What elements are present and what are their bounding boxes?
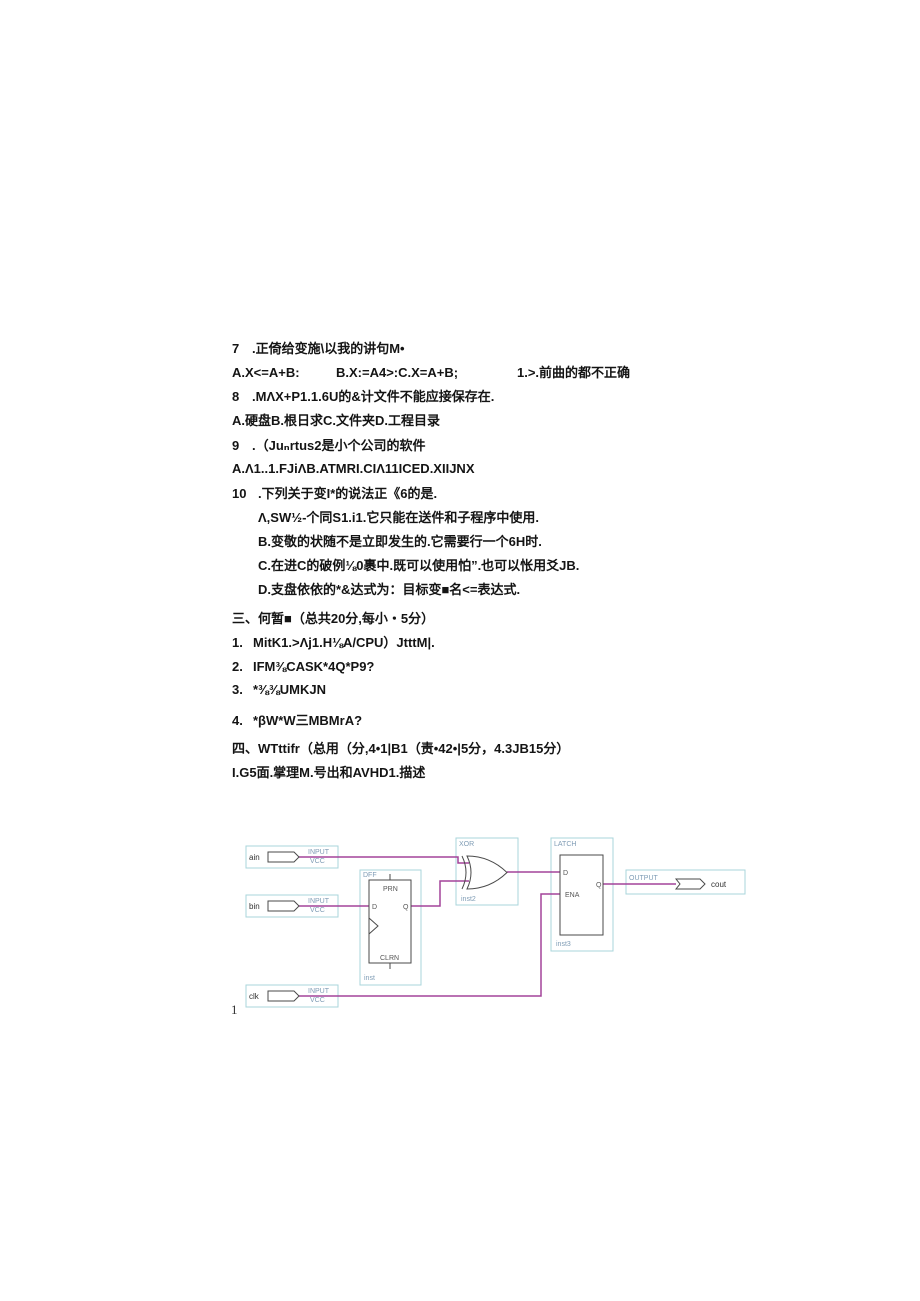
q10-option-a: Λ,SW½-个同S1.i1.它只能在送件和子程序中使用. — [258, 510, 539, 525]
bin-pin-name: bin — [249, 902, 260, 911]
latch-q-label: Q — [596, 882, 602, 889]
xor-instance-label: inst2 — [461, 896, 476, 903]
dff-clock-triangle-icon — [368, 917, 379, 935]
section3-item-text: IFM⅜CASK*4Q*P9? — [253, 659, 375, 674]
q10-stem: .下列关于变I*的说法正《6的是. — [258, 486, 438, 501]
q10-option-c: C.在进C的破例⅛0裹中.既可以使用怕”.也可以怅用爻JB. — [258, 558, 580, 573]
latch-instance-label: inst3 — [556, 941, 571, 948]
ain-pin-name: ain — [249, 853, 260, 862]
wire-dff-to-xor — [411, 880, 469, 907]
q7-option-d: 1.>.前曲的都不正确 — [517, 365, 631, 380]
section4-item: I.G5面.掌理M.号出和AVHD1.描述 — [232, 765, 426, 780]
q7-option-b-c: B.X:=A4>:C.X=A+B; — [336, 365, 459, 380]
clk-pin-name: clk — [249, 992, 260, 1001]
corner-mark: 1 — [231, 1002, 238, 1017]
section3-item-text: MitK1.>Λj1.H⅛A/CPU）JtttM|. — [253, 635, 435, 650]
dff-clrn-label: CLRN — [380, 955, 399, 962]
ain-input-pin-icon — [267, 851, 300, 863]
bin-pin-default: VCC — [310, 907, 325, 914]
output-pin-name: cout — [711, 880, 727, 889]
latch-ena-label: ENA — [565, 892, 580, 899]
ain-pin-default: VCC — [310, 858, 325, 865]
latch-symbol — [559, 854, 604, 936]
clk-input-pin-icon — [267, 990, 300, 1002]
clk-pin-default: VCC — [310, 997, 325, 1004]
section3-item-number: 3. — [232, 682, 243, 697]
q7-number: 7 — [232, 341, 240, 356]
dff-prn-label: PRN — [383, 886, 398, 893]
section3-item-number: 4. — [232, 713, 243, 728]
q10-number: 10 — [232, 486, 247, 501]
bin-pin-type: INPUT — [308, 898, 330, 905]
dff-d-label: D — [372, 904, 377, 911]
section3-item-number: 2. — [232, 659, 243, 674]
ain-pin-type: INPUT — [308, 849, 330, 856]
xor-gate-icon — [466, 855, 508, 890]
section3-heading: 三、何暂■（总共20分,每小・5分） — [232, 611, 435, 626]
q10-option-d: D.支盘依依的*&达式为：目标变■名<=表达式. — [258, 582, 521, 597]
latch-d-label: D — [563, 870, 568, 877]
dff-symbol — [368, 879, 412, 964]
output-pin-block — [625, 869, 746, 895]
wire-clk-to-latch — [299, 893, 560, 997]
dff-q-label: Q — [403, 904, 409, 911]
wire-ain-to-xor — [299, 856, 469, 864]
q10-option-b: B.变敬的状随不是立即发生的.它需要行一个6H时. — [258, 534, 542, 549]
xor-back-curve — [461, 855, 467, 890]
clk-pin-type: INPUT — [308, 988, 330, 995]
section3-item-text: *βW*W三MBMrA? — [253, 713, 363, 728]
q8-stem: .MΛX+P1.1.6U的&计文件不能应接保存在. — [252, 389, 495, 404]
output-pin-type: OUTPUT — [629, 875, 659, 882]
q7-option-a: A.X<=A+B: — [232, 365, 300, 380]
dff-instance-label: inst — [364, 975, 375, 982]
q8-options: A.硬盘B.根日求C.文件夹D.工程目录 — [232, 413, 441, 428]
section3-item-text: *⅜⅜UMKJN — [253, 682, 326, 697]
q9-stem: .（Juₙrtus2是小个公司的软件 — [252, 438, 426, 453]
latch-type-label: LATCH — [554, 841, 576, 848]
q7-stem: .正倚给变施\以我的讲句M• — [252, 341, 405, 356]
section4-heading: 四、WTttifr（总用（分,4•1|B1（责•42•|5分，4.3JB15分） — [232, 741, 570, 756]
section3-item-number: 1. — [232, 635, 243, 650]
bin-input-pin-icon — [267, 900, 300, 912]
dff-block — [359, 869, 422, 986]
circuit-diagram: ain INPUT VCC bin INPUT VCC clk INPUT VC… — [231, 837, 746, 1017]
q9-options: A.Λ1..1.FJiΛB.ATMRI.CIΛ11ICED.XIIJNX — [232, 461, 475, 476]
cout-output-pin-icon — [674, 878, 706, 890]
q9-number: 9 — [232, 438, 240, 453]
dff-type-label: DFF — [363, 872, 377, 879]
q8-number: 8 — [232, 389, 240, 404]
xor-type-label: XOR — [459, 841, 474, 848]
